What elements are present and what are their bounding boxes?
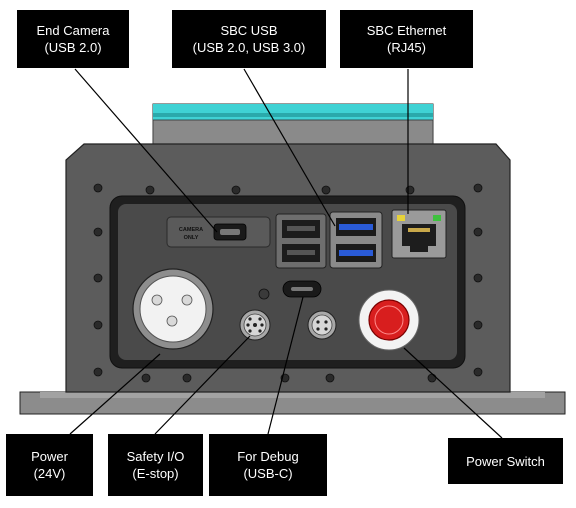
leader-line-safety-io	[154, 335, 251, 435]
label-safety-io-line2: (E-stop)	[132, 466, 179, 481]
screw-icon	[473, 227, 483, 237]
screw-icon	[93, 367, 103, 377]
label-end-camera: End Camera (USB 2.0)	[17, 10, 129, 68]
screw-icon	[93, 227, 103, 237]
label-end-camera-line1: End Camera	[36, 23, 110, 38]
ethernet-port	[391, 209, 447, 259]
power-switch	[358, 289, 420, 351]
screw-icon	[325, 373, 335, 383]
safety-io-connector	[239, 309, 271, 341]
label-sbc-usb: SBC USB (USB 2.0, USB 3.0)	[172, 10, 326, 68]
screw-icon	[473, 273, 483, 283]
leader-line-sbc-usb	[243, 68, 336, 227]
screw-icon	[93, 183, 103, 193]
aux-connector	[307, 310, 337, 340]
leader-line-for-debug	[267, 296, 304, 435]
label-power-switch-line1: Power Switch	[466, 453, 545, 469]
label-end-camera-line2: (USB 2.0)	[44, 40, 102, 55]
label-for-debug-line1: For Debug	[237, 449, 299, 464]
leader-line-power	[69, 353, 161, 435]
screw-icon	[473, 183, 483, 193]
leader-line-power-switch	[403, 347, 503, 439]
screw-icon	[182, 373, 192, 383]
screw-icon	[141, 373, 151, 383]
base-plate	[19, 391, 566, 415]
label-sbc-ethernet: SBC Ethernet (RJ45)	[340, 10, 473, 68]
leader-line-end-camera	[74, 68, 218, 233]
label-safety-io-line1: Safety I/O	[126, 449, 185, 464]
label-power-line1: Power	[31, 449, 68, 464]
screw-icon	[321, 185, 331, 195]
screw-icon	[473, 320, 483, 330]
screw-icon	[145, 185, 155, 195]
usb-ports-block	[275, 211, 383, 269]
power-connector	[132, 268, 214, 350]
screws	[93, 183, 483, 383]
screw-icon	[427, 373, 437, 383]
label-sbc-ethernet-line2: (RJ45)	[386, 40, 426, 55]
screw-icon	[93, 273, 103, 283]
screw-icon	[405, 185, 415, 195]
label-for-debug-line2: (USB-C)	[243, 466, 293, 481]
label-sbc-usb-line2: (USB 2.0, USB 3.0)	[192, 40, 306, 55]
label-power: Power (24V)	[6, 434, 93, 496]
screw-icon	[231, 185, 241, 195]
label-for-debug: For Debug (USB-C)	[209, 434, 327, 496]
label-sbc-ethernet-line1: SBC Ethernet	[366, 23, 447, 38]
label-power-line2: (24V)	[33, 466, 66, 481]
screw-icon	[93, 320, 103, 330]
camera-only-port: CAMERA ONLY	[166, 216, 271, 248]
label-safety-io: Safety I/O (E-stop)	[108, 434, 203, 496]
camera-port-label-line1: CAMERA	[179, 227, 203, 233]
label-sbc-usb-line1: SBC USB	[220, 23, 278, 38]
screw-icon	[473, 367, 483, 377]
top-cylinder	[152, 103, 434, 145]
leader-lines	[69, 68, 503, 439]
camera-port-label-line2: ONLY	[184, 235, 199, 241]
usb-c-port	[282, 280, 322, 298]
label-power-switch: Power Switch	[448, 438, 563, 484]
screw-icon	[258, 288, 270, 300]
